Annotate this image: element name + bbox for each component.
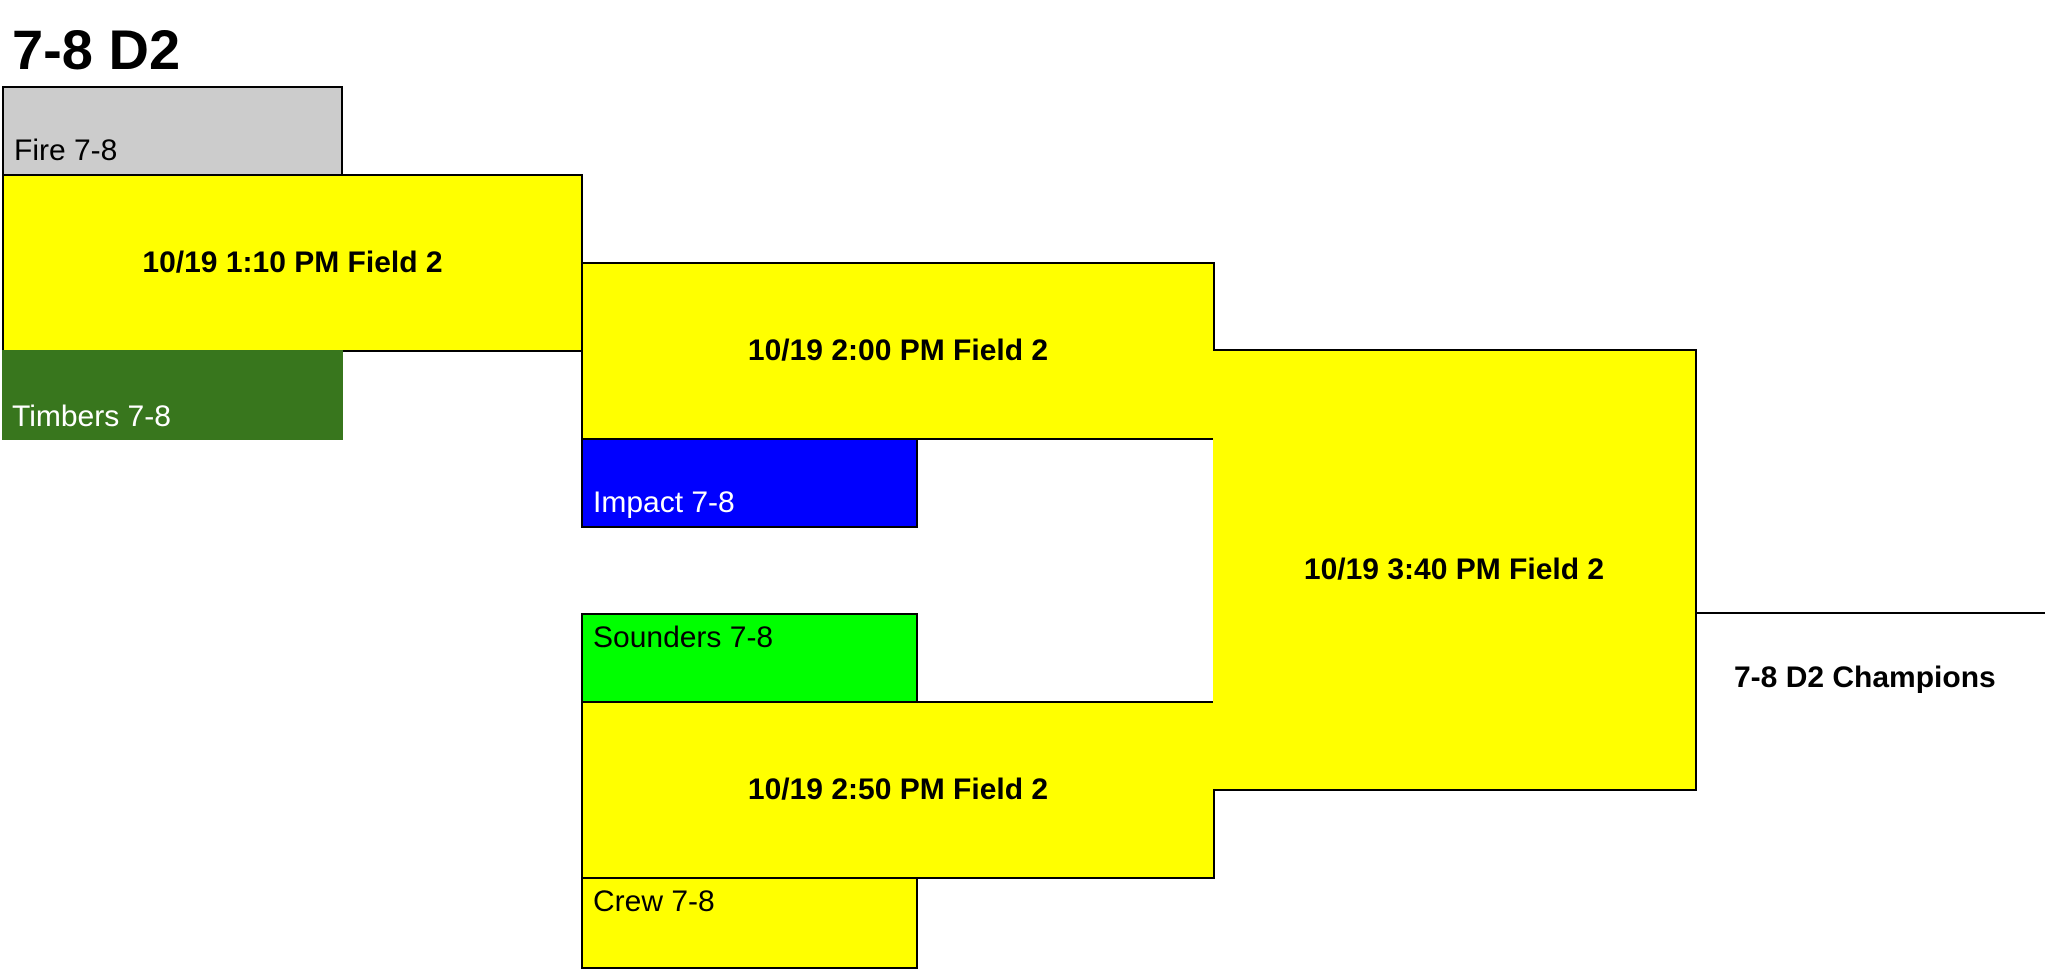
team-label: Fire 7-8	[14, 134, 118, 167]
game-label: 10/19 2:00 PM Field 2	[747, 334, 1049, 367]
game-2: 10/19 2:00 PM Field 2	[581, 262, 1215, 440]
game-final: 10/19 3:40 PM Field 2	[1213, 349, 1697, 791]
game-label: 10/19 2:50 PM Field 2	[747, 773, 1049, 806]
game-3: 10/19 2:50 PM Field 2	[581, 701, 1215, 879]
team-fire: Fire 7-8	[2, 86, 343, 176]
team-timbers: Timbers 7-8	[2, 350, 343, 440]
game-label: 10/19 3:40 PM Field 2	[1303, 553, 1605, 586]
game-label: 10/19 1:10 PM Field 2	[142, 246, 443, 279]
bracket-title: 7-8 D2	[12, 18, 181, 81]
team-crew: Crew 7-8	[581, 877, 918, 969]
team-label: Sounders 7-8	[593, 621, 774, 654]
game-1: 10/19 1:10 PM Field 2	[2, 174, 583, 352]
team-label: Timbers 7-8	[12, 400, 171, 433]
champions-label: 7-8 D2 Champions	[1734, 661, 1996, 694]
team-label: Crew 7-8	[593, 885, 715, 918]
team-sounders: Sounders 7-8	[581, 613, 918, 703]
team-impact: Impact 7-8	[581, 438, 918, 528]
champions-line	[1695, 612, 2045, 614]
team-label: Impact 7-8	[593, 486, 735, 519]
